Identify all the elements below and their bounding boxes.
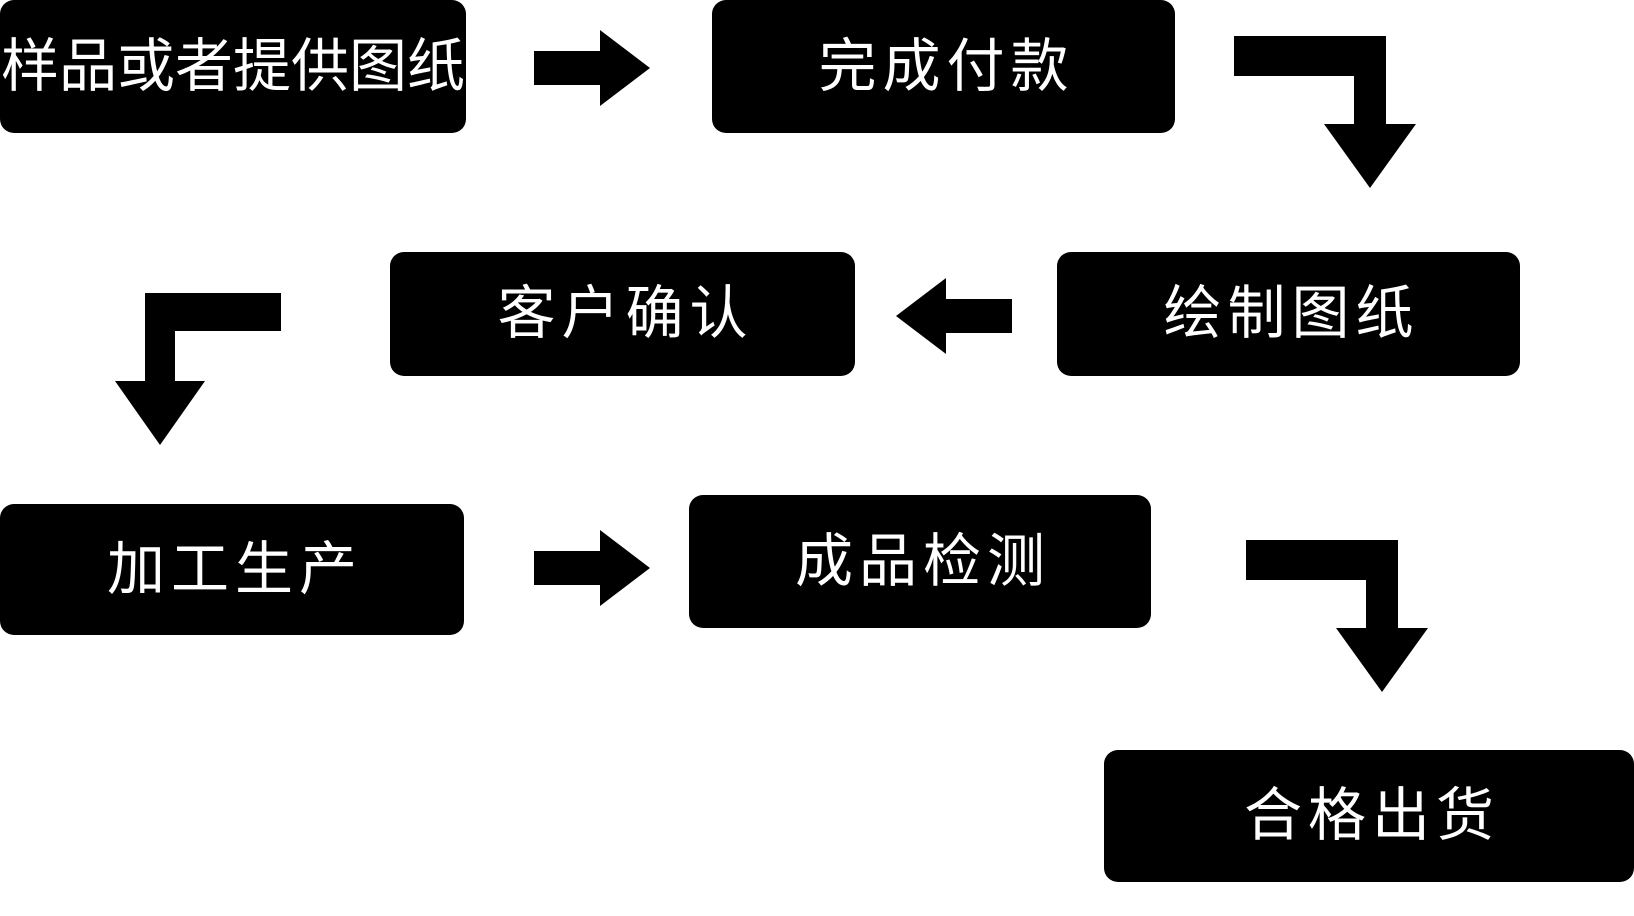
arrow-elbow-left-down-icon bbox=[115, 293, 281, 445]
process-node-product-inspection[interactable]: 成品检测 bbox=[689, 495, 1151, 628]
arrow-left-icon bbox=[896, 278, 1012, 354]
node-label: 客户确认 bbox=[497, 279, 754, 348]
process-node-complete-payment[interactable]: 完成付款 bbox=[712, 0, 1175, 133]
node-label: 加工生产 bbox=[106, 534, 363, 603]
arrow-elbow-right-down-icon bbox=[1234, 36, 1416, 188]
node-label: 绘制图纸 bbox=[1163, 279, 1420, 348]
arrow-left-drawing-to-confirm bbox=[896, 278, 1012, 354]
arrow-elbow-confirm-to-production bbox=[115, 293, 295, 448]
process-node-customer-confirm[interactable]: 客户确认 bbox=[390, 252, 855, 376]
arrow-right-icon bbox=[534, 530, 650, 606]
process-node-sample-or-drawing[interactable]: 样品或者提供图纸 bbox=[0, 0, 466, 133]
node-label: 样品或者提供图纸 bbox=[0, 31, 465, 100]
process-node-production[interactable]: 加工生产 bbox=[0, 504, 464, 635]
node-label: 成品检测 bbox=[794, 526, 1051, 595]
node-label: 合格出货 bbox=[1243, 781, 1500, 850]
arrow-right-production-to-inspection bbox=[534, 530, 650, 606]
arrow-elbow-payment-to-drawing bbox=[1228, 36, 1438, 196]
arrow-elbow-inspection-to-shipping bbox=[1240, 540, 1450, 700]
arrow-right-icon bbox=[534, 30, 650, 106]
node-label: 完成付款 bbox=[818, 31, 1075, 100]
arrow-elbow-right-down-icon bbox=[1246, 540, 1428, 692]
process-node-qualified-shipping[interactable]: 合格出货 bbox=[1104, 750, 1634, 882]
arrow-right-sample-to-payment bbox=[534, 30, 650, 106]
process-node-draw-blueprint[interactable]: 绘制图纸 bbox=[1057, 252, 1520, 376]
